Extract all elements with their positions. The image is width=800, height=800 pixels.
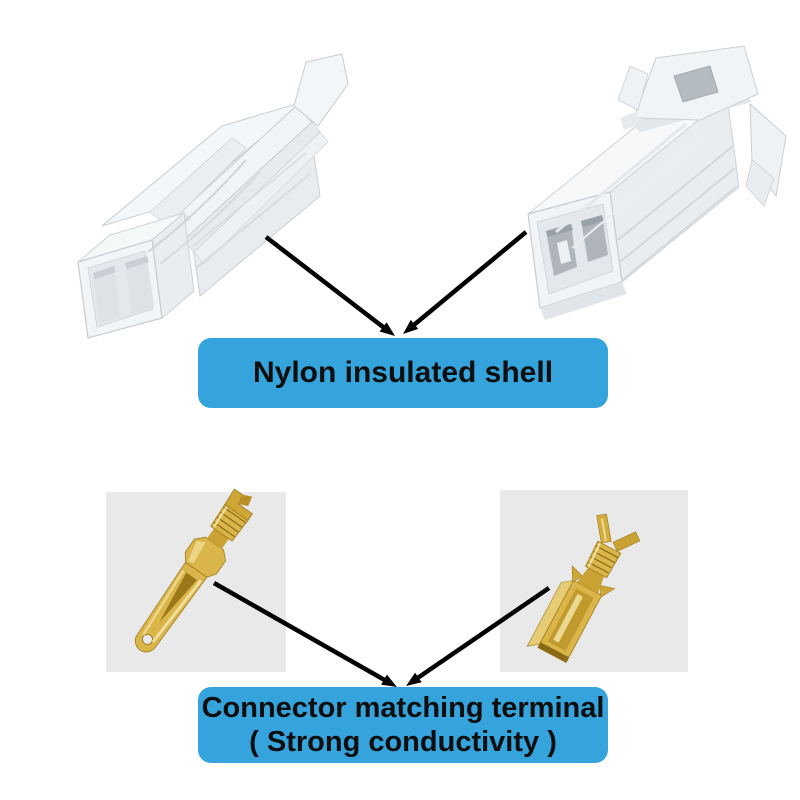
arrow-right-shell	[409, 230, 528, 330]
male-terminal-image	[134, 488, 253, 653]
label-nylon-insulated-shell-text: Nylon insulated shell	[252, 356, 554, 389]
arrow-left-terminal	[212, 581, 390, 685]
arrow-left-shell	[264, 235, 389, 332]
arrow-right-terminal	[412, 586, 551, 683]
male-connector-shell-image	[77, 53, 349, 339]
annotation-arrows	[212, 230, 551, 687]
female-terminal-image	[526, 513, 641, 664]
label-connector-matching-terminal: Connector matching terminal ( Strong con…	[198, 687, 608, 763]
label-terminal-line2: ( Strong conductivity )	[249, 726, 557, 758]
label-terminal-line1: Connector matching terminal	[201, 691, 605, 724]
female-connector-shell-image	[527, 45, 787, 320]
label-nylon-insulated-shell: Nylon insulated shell	[198, 338, 608, 408]
